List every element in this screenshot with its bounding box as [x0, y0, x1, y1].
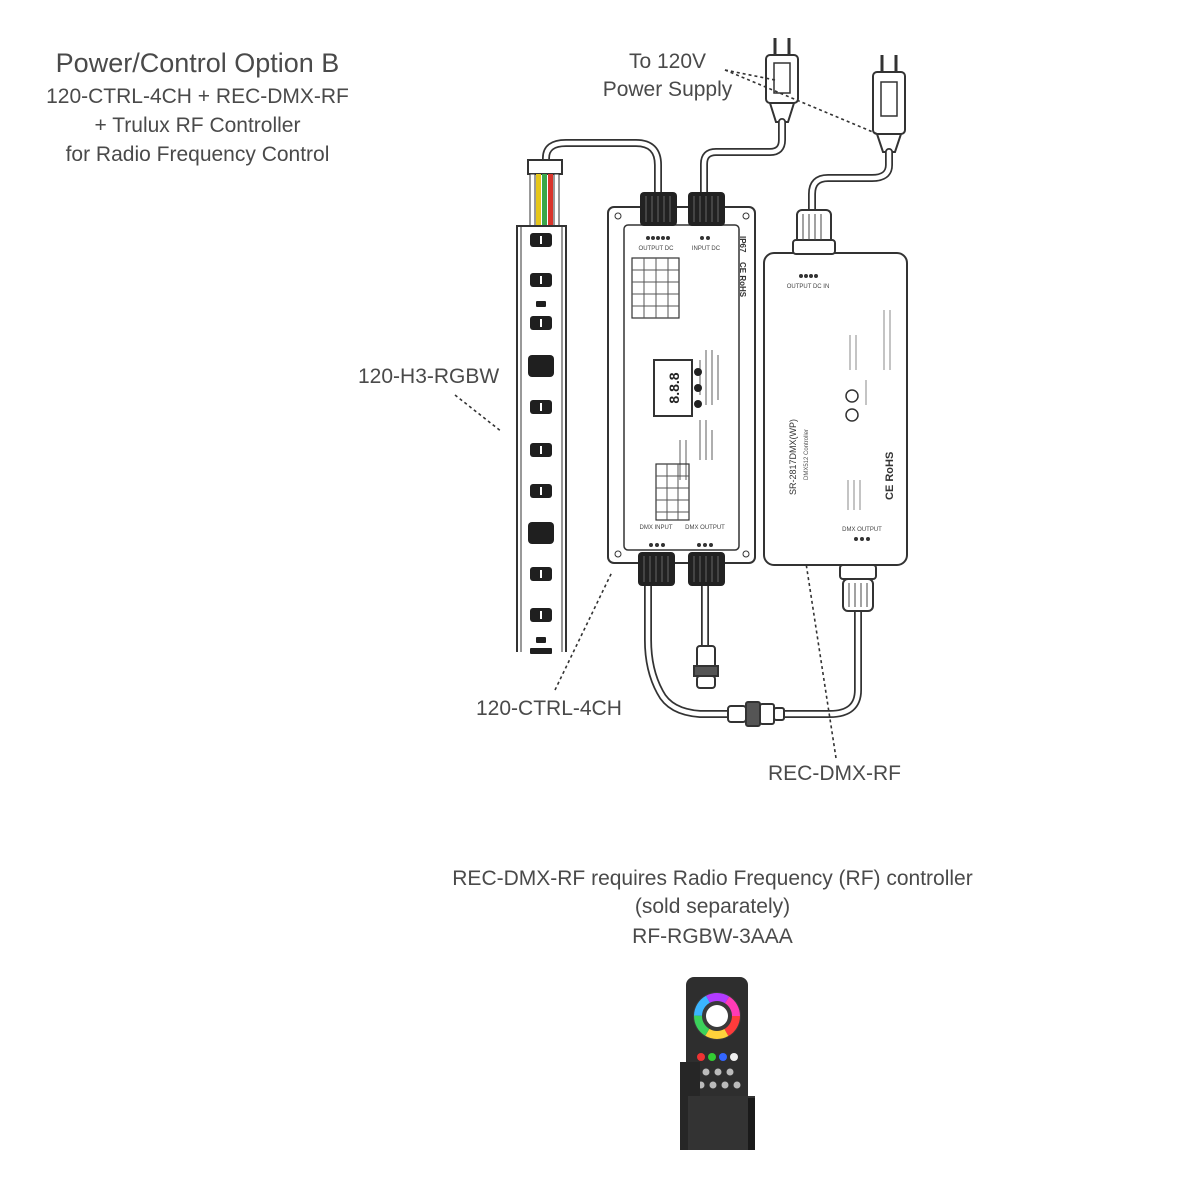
power-callout-lines — [724, 69, 881, 136]
strip-label: 120-H3-RGBW — [358, 365, 500, 388]
controller-label: 120-CTRL-4CH — [476, 697, 622, 720]
receiver-sub-label: DMX512 Controller — [804, 429, 810, 480]
led-strip — [516, 225, 567, 654]
controller-button-icon — [694, 384, 702, 392]
dmx-inline-connector-icon — [727, 701, 785, 727]
controller-input-label: INPUT DC — [692, 246, 721, 252]
receiver-unit: OUTPUT DC IN DMX OUTPUT SR-2817DMX(WP) D… — [763, 209, 908, 612]
footer-line-2: (sold separately) — [634, 895, 791, 918]
receiver-button-icon — [845, 389, 859, 403]
receiver-button-icon — [845, 408, 859, 422]
diagram-title: Power/Control Option B — [55, 48, 340, 78]
controller-output-label: OUTPUT DC — [639, 246, 675, 252]
controller-ip-rating: IP67 — [738, 236, 747, 253]
controller-button-icon — [694, 368, 702, 376]
receiver-cert-label: CE RoHS — [884, 452, 896, 500]
subtitle-line-3: for Radio Frequency Control — [65, 143, 330, 166]
power-plug-right-icon — [872, 55, 906, 153]
controller-cert-label: CE RoHS — [738, 262, 747, 298]
power-plug-left-icon — [765, 38, 799, 123]
strip-wire-bundle — [527, 159, 563, 227]
footer-line-3: RF-RGBW-3AAA — [632, 925, 793, 948]
controller-dmx-output-label: DMX OUTPUT — [685, 525, 725, 531]
power-supply-label-line-1: To 120V — [628, 50, 707, 73]
subtitle-line-2: + Trulux RF Controller — [94, 114, 301, 137]
receiver-output-label: DMX OUTPUT — [842, 527, 882, 533]
controller-unit: 8.8.8 DMX INPUT DMX OUTPUT OUTPUT DC INP… — [607, 192, 756, 586]
cables — [542, 118, 893, 718]
rf-remote-icon — [680, 977, 755, 1150]
controller-dmx-input-label: DMX INPUT — [640, 525, 673, 531]
footer-line-1: REC-DMX-RF requires Radio Frequency (RF)… — [452, 867, 973, 890]
receiver-label: REC-DMX-RF — [768, 762, 901, 785]
receiver-top-label: OUTPUT DC IN — [787, 284, 830, 290]
controller-button-icon — [694, 400, 702, 408]
label-leader-lines — [454, 394, 837, 759]
receiver-model-label: SR-2817DMX(WP) — [788, 419, 798, 495]
power-supply-label-line-2: Power Supply — [602, 78, 733, 101]
subtitle-line-1: 120-CTRL-4CH + REC-DMX-RF — [46, 85, 349, 108]
controller-display-readout: 8.8.8 — [666, 372, 682, 403]
dmx-output-connector-icon — [693, 645, 719, 689]
